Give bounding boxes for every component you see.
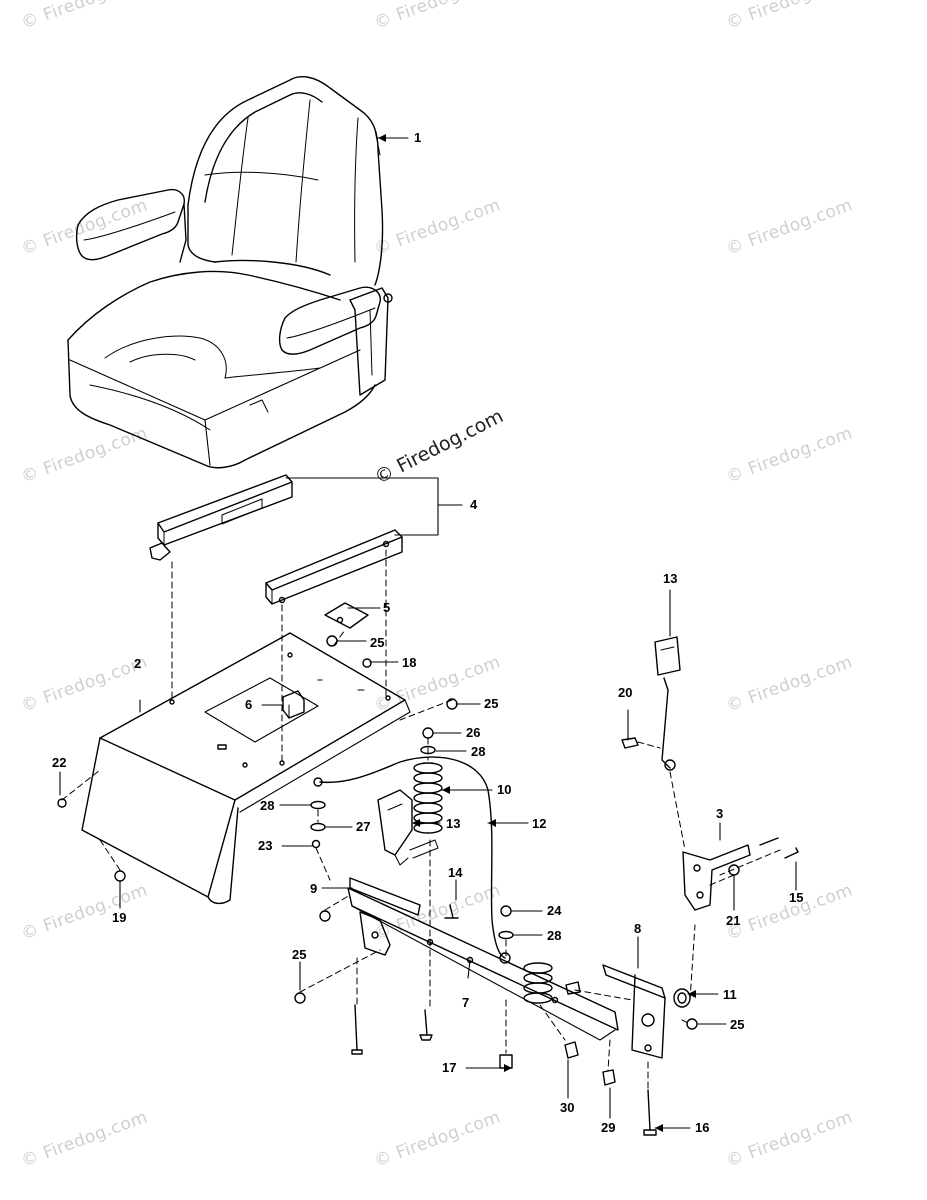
callout-28-upper: 28 <box>471 744 486 759</box>
callout-20: 20 <box>618 685 633 700</box>
callout-4: 4 <box>470 497 478 512</box>
pin-16 <box>647 1089 651 1131</box>
callout-26: 26 <box>466 725 481 740</box>
callout-3: 3 <box>716 806 724 821</box>
bracket-5 <box>324 602 369 629</box>
nut-25a <box>326 635 338 647</box>
bolt-long-left <box>354 1004 358 1051</box>
callout-28-left: 28 <box>260 798 275 813</box>
callout-13-belt: 13 <box>663 571 678 586</box>
callout-21: 21 <box>726 913 741 928</box>
callout-11: 11 <box>723 987 737 1002</box>
callout-29: 29 <box>601 1120 616 1135</box>
callout-27: 27 <box>356 819 371 834</box>
callout-1: 1 <box>414 130 422 145</box>
seat-switch <box>282 690 305 719</box>
seat-belt-13 <box>621 636 681 771</box>
wire-harness-12 <box>319 756 506 959</box>
callout-25-left: 25 <box>292 947 307 962</box>
callout-23: 23 <box>258 838 273 853</box>
callout-5: 5 <box>383 600 391 615</box>
callout-18: 18 <box>402 655 417 670</box>
callout-10: 10 <box>497 782 512 797</box>
seat-base-pan <box>81 632 411 905</box>
callout-25-right: 25 <box>484 696 499 711</box>
callout-24: 24 <box>547 903 562 918</box>
callout-14: 14 <box>448 865 463 880</box>
callout-30: 30 <box>560 1100 575 1115</box>
callout-28-right: 28 <box>547 928 562 943</box>
callout-12: 12 <box>532 816 547 831</box>
callout-19: 19 <box>112 910 127 925</box>
callout-6: 6 <box>245 697 253 712</box>
callout-25-lower: 25 <box>730 1017 745 1032</box>
seat-assembly <box>67 76 393 469</box>
slide-rails <box>149 474 403 605</box>
callout-22: 22 <box>52 755 67 770</box>
pivot-frame-7 <box>347 877 619 1041</box>
callout-25-upper: 25 <box>370 635 385 650</box>
pivot-bracket-8 <box>602 964 666 1059</box>
callout-17: 17 <box>442 1060 457 1075</box>
callout-15: 15 <box>789 890 804 905</box>
callout-9: 9 <box>310 881 318 896</box>
latch-bracket-3 <box>682 844 751 911</box>
callout-2: 2 <box>134 656 142 671</box>
callout-8: 8 <box>634 921 642 936</box>
belt-plate-13 <box>377 789 413 856</box>
callout-13-plate: 13 <box>446 816 461 831</box>
callout-16: 16 <box>695 1120 710 1135</box>
callout-7: 7 <box>462 995 470 1010</box>
pin-18 <box>362 658 372 668</box>
